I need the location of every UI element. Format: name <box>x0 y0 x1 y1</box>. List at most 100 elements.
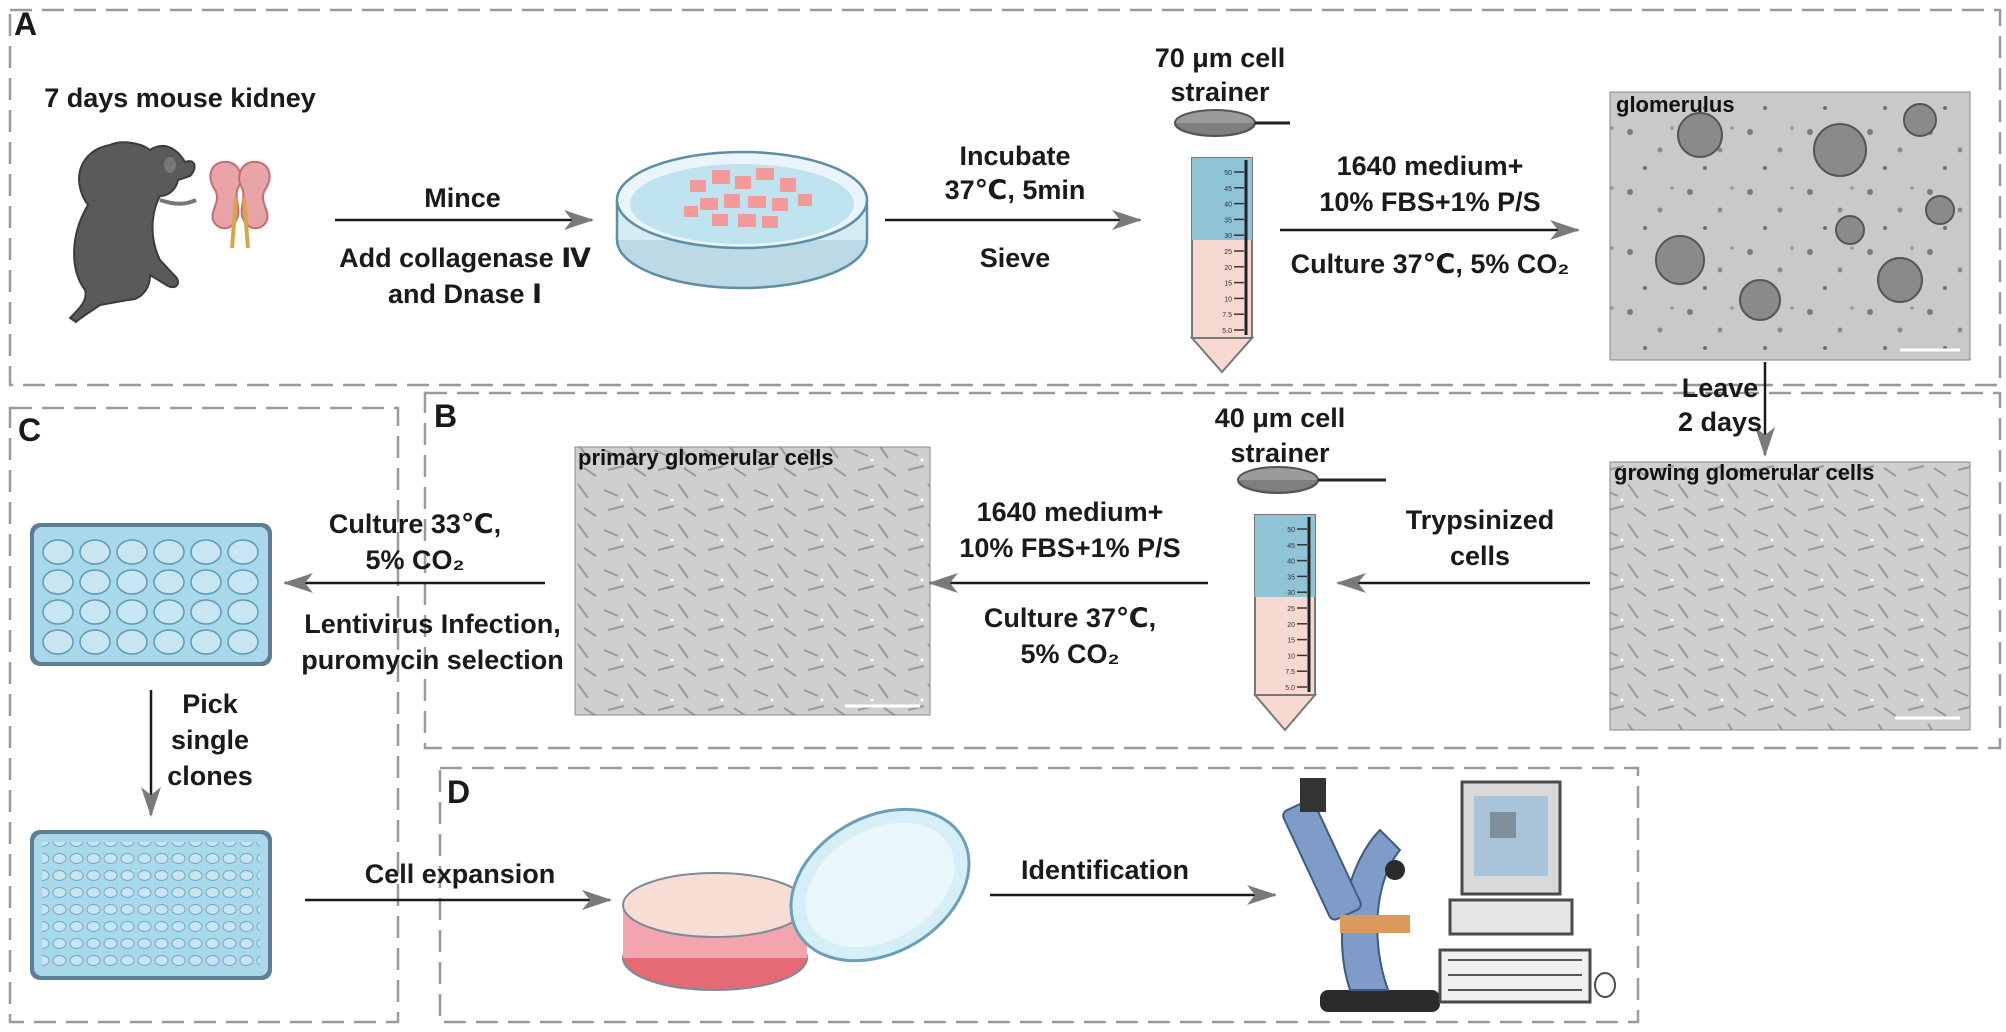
tube-tick-label: 10 <box>1224 296 1232 303</box>
medium-b-label: 1640 medium+ <box>976 497 1164 527</box>
well <box>190 599 222 625</box>
well <box>79 539 111 565</box>
medium-a-label: 1640 medium+ <box>1336 151 1524 181</box>
well <box>79 599 111 625</box>
kidney-icon <box>209 160 271 249</box>
fbs-b-label: 10% FBS+1% P/S <box>959 533 1181 563</box>
panel-label-d: D <box>447 774 471 810</box>
incubate-temp-label: 37℃, 5min <box>944 175 1086 205</box>
primary-cells-photo-label: primary glomerular cells <box>578 445 834 470</box>
strainer-40-label-2: strainer <box>1230 438 1330 468</box>
growing-glomerular-cells-photo <box>1609 461 1971 731</box>
computer-icon <box>1438 780 1616 1004</box>
tube-tick-label: 50 <box>1287 527 1295 534</box>
cell-expansion-label: Cell expansion <box>364 859 556 889</box>
well <box>116 539 148 565</box>
puromycin-label: puromycin selection <box>301 645 564 675</box>
tube-ticks-70: 50 45 40 35 30 25 20 15 10 7.5 5.0 <box>1222 170 1244 335</box>
open-petri-dish-icon <box>622 807 971 991</box>
well <box>153 539 185 565</box>
panel-c-border <box>8 406 400 1024</box>
tube-tick-label: 35 <box>1224 217 1232 224</box>
tube-tick-label: 15 <box>1224 281 1232 288</box>
centrifuge-tube-icon-70: 50 45 40 35 30 25 20 15 10 7.5 5.0 <box>1189 157 1255 374</box>
panel-label-b: B <box>434 398 458 434</box>
centrifuge-tube-icon-40: 50 45 40 35 30 25 20 15 10 7.5 5.0 <box>1252 514 1318 732</box>
tube-tick-label: 7.5 <box>1222 312 1232 319</box>
well <box>79 629 111 655</box>
strainer-70-label: 70 μm cell <box>1154 43 1286 73</box>
cell-strainer-icon-70 <box>1174 109 1290 137</box>
strainer-40-label: 40 μm cell <box>1214 403 1346 433</box>
well <box>190 539 222 565</box>
panel-label-c: C <box>18 412 42 448</box>
panel-d-border <box>438 766 1640 1024</box>
pick-single-label: single <box>170 725 250 755</box>
mouse-kidney-label: 7 days mouse kidney <box>44 83 316 113</box>
identification-label: Identification <box>1021 855 1189 885</box>
panel-b-border <box>423 391 2002 750</box>
tube-tick-label: 40 <box>1287 559 1295 566</box>
panel-borders <box>8 8 2002 1024</box>
well <box>153 599 185 625</box>
culture-c-label: Culture 33℃, <box>328 509 502 539</box>
tube-tick-label: 35 <box>1287 574 1295 581</box>
well <box>116 569 148 595</box>
panel-a-border <box>8 8 2002 387</box>
well <box>227 569 259 595</box>
sieve-label: Sieve <box>979 243 1051 273</box>
96-well-plate-icon <box>30 830 272 980</box>
strainer-70-label-2: strainer <box>1170 77 1270 107</box>
tube-tick-label: 30 <box>1287 590 1295 597</box>
leave-days-label: 2 days <box>1677 407 1763 437</box>
pick-label: Pick <box>182 689 238 719</box>
tube-tick-label: 25 <box>1224 249 1232 256</box>
culture-c-co2-label: 5% CO₂ <box>365 545 465 575</box>
well <box>227 539 259 565</box>
well <box>153 629 185 655</box>
tube-tick-label: 50 <box>1224 170 1232 177</box>
fbs-a-label: 10% FBS+1% P/S <box>1319 187 1541 217</box>
well <box>42 629 74 655</box>
trypsinized-cells-label: cells <box>1449 541 1511 571</box>
leave-label: Leave <box>1681 373 1759 403</box>
trypsinized-label: Trypsinized <box>1405 505 1555 535</box>
pick-clones-label: clones <box>167 761 253 791</box>
tube-tick-label: 20 <box>1287 622 1295 629</box>
collagenase-label: Add collagenase Ⅳ <box>339 243 591 273</box>
well <box>190 569 222 595</box>
tube-tick-label: 20 <box>1224 265 1232 272</box>
arrows <box>141 210 1775 910</box>
well <box>153 569 185 595</box>
incubate-label: Incubate <box>959 141 1071 171</box>
tube-tick-label: 5.0 <box>1285 685 1295 692</box>
well <box>79 569 111 595</box>
panel-label-a: A <box>14 6 38 42</box>
glomerulus-photo <box>1609 91 1971 361</box>
well <box>116 599 148 625</box>
tube-tick-label: 5.0 <box>1222 328 1232 335</box>
mouse-pup-icon <box>68 141 197 324</box>
well <box>190 629 222 655</box>
well <box>116 629 148 655</box>
tube-tick-label: 40 <box>1224 202 1232 209</box>
24-well-plate-icon <box>30 523 272 666</box>
primary-glomerular-cells-photo <box>574 446 931 716</box>
well <box>227 599 259 625</box>
tube-tick-label: 25 <box>1287 606 1295 613</box>
culture-a-label: Culture 37℃, 5% CO₂ <box>1290 249 1570 279</box>
culture-b-label: Culture 37℃, <box>983 603 1157 633</box>
tube-tick-label: 30 <box>1224 233 1232 240</box>
tube-tick-label: 7.5 <box>1285 669 1295 676</box>
mince-label: Mince <box>424 183 501 213</box>
tube-tick-label: 10 <box>1287 653 1295 660</box>
tube-tick-label: 45 <box>1287 543 1295 550</box>
dnase-label: and Dnase Ⅰ <box>387 279 543 309</box>
culture-b-co2-label: 5% CO₂ <box>1020 639 1120 669</box>
tube-tick-label: 45 <box>1224 186 1232 193</box>
tube-tick-label: 15 <box>1287 638 1295 645</box>
well <box>227 629 259 655</box>
petri-dish-icon <box>615 150 869 290</box>
